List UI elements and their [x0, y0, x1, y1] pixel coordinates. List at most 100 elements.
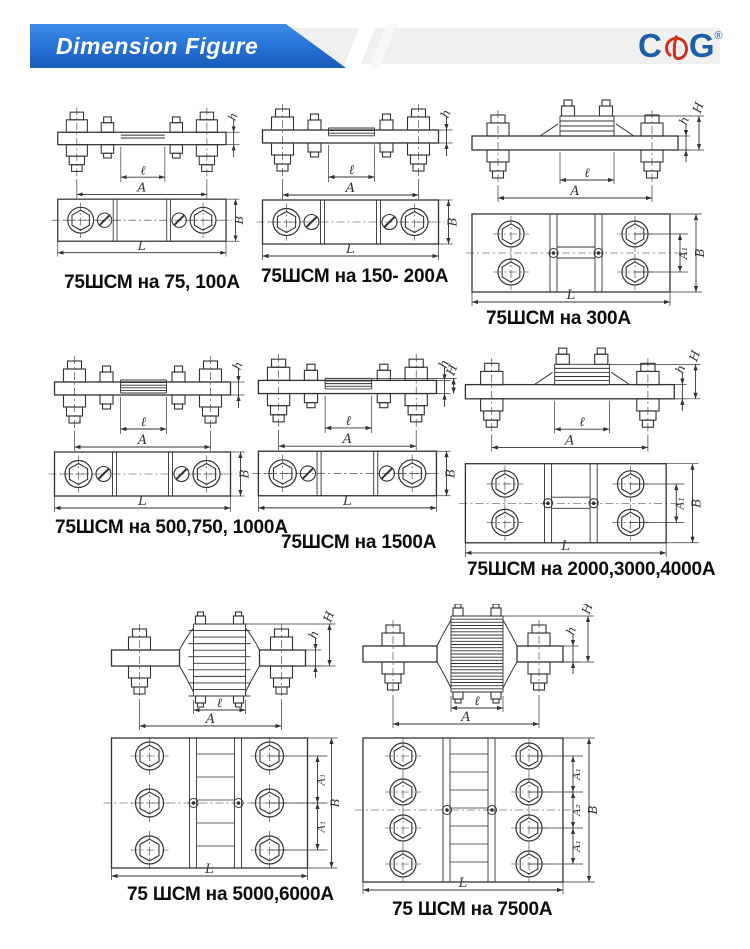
hex-bolt-icon	[272, 462, 293, 485]
drawing-rect	[492, 603, 500, 609]
drawing-circle	[542, 498, 554, 509]
dimension-label: L	[137, 238, 146, 253]
figure-caption: 75 ШСМ на 5000,6000А	[127, 884, 334, 905]
dim-arrow	[641, 445, 648, 450]
drawing-rect	[452, 691, 464, 700]
dim-arrow	[585, 656, 591, 662]
dim-arrow	[236, 376, 241, 382]
figure-caption: 75ШСМ на 500,750, 1000А	[55, 517, 288, 538]
drawing-rect	[404, 366, 428, 381]
dim-arrow	[465, 550, 472, 556]
drawing-rect	[490, 607, 502, 617]
figure-caption: 75ШСМ на 150- 200А	[261, 266, 449, 287]
drawing-line	[383, 216, 396, 228]
drawing-rect	[234, 702, 243, 708]
dimension-label: L	[345, 242, 355, 257]
dimension-label: B	[238, 469, 252, 479]
drawing-rect	[101, 403, 112, 410]
dim-arrow	[220, 250, 227, 255]
drawing-rect	[464, 383, 675, 400]
drawing-rect	[261, 129, 440, 144]
dim-arrow	[238, 452, 243, 458]
drawing-rect	[379, 119, 394, 131]
drawing-line	[97, 468, 110, 480]
drawing-circle	[593, 248, 604, 258]
dimension-label: A₁	[673, 497, 686, 511]
page-title: Dimension Figure	[56, 33, 259, 59]
dim-arrow	[160, 426, 167, 432]
dimension-label: A	[345, 181, 355, 196]
dim-arrow	[586, 876, 592, 882]
dimension-label: A	[137, 433, 147, 448]
drawing-rect	[555, 353, 570, 365]
hex-bolt-icon	[259, 838, 280, 862]
dimension-label: ℓ	[474, 694, 480, 709]
drawing-rect	[173, 403, 184, 410]
dimension-label: h	[225, 111, 241, 123]
dim-arrow	[233, 235, 238, 242]
dim-arrow	[410, 444, 417, 449]
dim-arrow	[677, 266, 683, 272]
figure-caption: 75 ШСМ на 7500А	[392, 899, 553, 920]
drawing-rect	[306, 363, 316, 371]
dimension-label: B	[329, 798, 340, 808]
dim-arrow	[313, 644, 318, 650]
dim-arrow	[585, 616, 591, 622]
drawing-rect	[232, 695, 245, 704]
drawing-rect	[492, 698, 500, 704]
drawing-circle	[303, 213, 320, 231]
dimension-label: B	[690, 499, 704, 509]
dim-arrow	[451, 378, 456, 385]
drawing-rect	[169, 122, 184, 133]
dim-arrow	[233, 199, 238, 205]
drawing-path	[611, 372, 630, 386]
dim-arrow	[54, 505, 61, 511]
dim-arrow	[608, 177, 614, 183]
drawing-rect	[171, 394, 186, 405]
dim-arrow	[570, 828, 576, 834]
drawing-rect	[490, 691, 502, 700]
drawing-rect	[194, 615, 207, 625]
dim-arrow	[570, 822, 576, 828]
dimension-label: A₁	[316, 821, 328, 834]
dim-arrow	[224, 505, 231, 511]
dim-arrow	[444, 143, 449, 149]
dimension-label: ℓ	[346, 414, 352, 429]
drawing-line	[380, 467, 393, 480]
dim-arrow	[693, 364, 698, 371]
drawing-path	[615, 123, 635, 137]
drawing-rect	[558, 347, 568, 355]
dimension-label: H	[443, 362, 460, 378]
hex-bolt-icon	[139, 744, 160, 768]
dim-arrow	[315, 803, 320, 809]
dim-arrow	[693, 214, 699, 220]
dim-arrow	[315, 797, 320, 803]
hex-bolt-icon	[259, 744, 280, 768]
drawing-rect	[171, 116, 181, 124]
drawing-rect	[99, 371, 114, 383]
header-banner: Dimension Figure	[30, 24, 346, 68]
drawing-rect	[471, 135, 679, 151]
drawing-rect	[379, 363, 389, 371]
dimension-label: h	[230, 360, 246, 372]
dim-arrow	[328, 174, 335, 180]
dim-arrow	[683, 150, 689, 156]
dim-arrow	[329, 862, 334, 868]
dim-arrow	[327, 660, 332, 666]
dim-arrow	[554, 427, 561, 432]
drawing-circle	[299, 465, 317, 482]
dim-arrow	[327, 624, 332, 630]
dim-arrow	[120, 426, 127, 432]
hex-bolt-icon	[402, 462, 422, 485]
figure-caption: 75ШСМ на 2000,3000,4000А	[467, 559, 716, 580]
dimension-label: ℓ	[584, 166, 590, 181]
dim-arrow	[368, 174, 375, 180]
drawing-rect	[303, 369, 319, 381]
dim-arrow	[275, 723, 282, 729]
screw-dot	[551, 251, 556, 255]
